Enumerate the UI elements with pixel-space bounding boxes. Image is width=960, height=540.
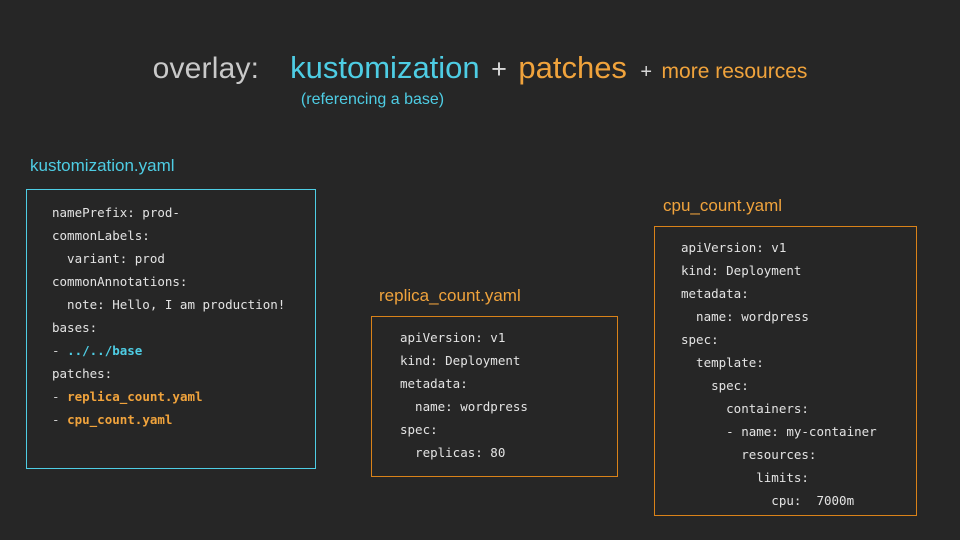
code-line-text: patches: bbox=[52, 366, 113, 381]
file-label-kustomization-yaml: kustomization.yaml bbox=[30, 156, 175, 175]
code-line: variant: prod bbox=[52, 247, 285, 270]
code-line: spec: bbox=[681, 374, 877, 397]
code-list-dash: - bbox=[52, 389, 68, 404]
code-line-text: bases: bbox=[52, 320, 98, 335]
title-plus-second: + bbox=[640, 61, 653, 83]
code-line-text: name: wordpress bbox=[681, 309, 809, 324]
code-line: - name: my-container bbox=[681, 420, 877, 443]
code-line-text: - name: my-container bbox=[681, 424, 877, 439]
code-line-text: kind: Deployment bbox=[681, 263, 802, 278]
code-line-text: note: Hello, I am production! bbox=[52, 297, 286, 312]
code-line: limits: bbox=[681, 466, 877, 489]
code-line: resources: bbox=[681, 443, 877, 466]
code-line-text: replicas: 80 bbox=[400, 445, 506, 460]
code-line-text: spec: bbox=[681, 378, 749, 393]
code-line: cpu: 7000m bbox=[681, 489, 877, 512]
code-line: kind: Deployment bbox=[400, 349, 528, 372]
slide-subtitle: (referencing a base) bbox=[300, 91, 445, 108]
code-line-text: replica_count.yaml bbox=[67, 389, 203, 404]
code-line: spec: bbox=[681, 328, 877, 351]
code-line: commonAnnotations: bbox=[52, 270, 285, 293]
code-line-text: variant: prod bbox=[52, 251, 165, 266]
code-line: - cpu_count.yaml bbox=[52, 408, 285, 431]
title-kustomization: kustomization bbox=[290, 50, 480, 85]
code-line-text: spec: bbox=[400, 422, 438, 437]
code-line: template: bbox=[681, 351, 877, 374]
code-line: - replica_count.yaml bbox=[52, 385, 285, 408]
code-line: kind: Deployment bbox=[681, 259, 877, 282]
code-line: metadata: bbox=[400, 372, 528, 395]
code-line-text: cpu: 7000m bbox=[681, 493, 855, 508]
slide-title: overlay: kustomization + patches + more … bbox=[0, 52, 960, 84]
file-label-replica-count-yaml: replica_count.yaml bbox=[379, 286, 521, 305]
code-line-text: resources: bbox=[681, 447, 817, 462]
code-line: spec: bbox=[400, 418, 528, 441]
code-line-text: name: wordpress bbox=[400, 399, 528, 414]
code-line-text: limits: bbox=[681, 470, 809, 485]
code-line-text: kind: Deployment bbox=[400, 353, 521, 368]
code-line: apiVersion: v1 bbox=[400, 326, 528, 349]
title-plus-first: + bbox=[491, 54, 507, 84]
code-line: replicas: 80 bbox=[400, 441, 528, 464]
code-line: commonLabels: bbox=[52, 224, 285, 247]
code-line-text: ../../base bbox=[67, 343, 143, 358]
code-line-text: cpu_count.yaml bbox=[67, 412, 173, 427]
code-line-text: metadata: bbox=[681, 286, 749, 301]
code-content-kustomization-yaml: namePrefix: prod-commonLabels: variant: … bbox=[52, 201, 285, 431]
code-line-text: metadata: bbox=[400, 376, 468, 391]
code-line: note: Hello, I am production! bbox=[52, 293, 285, 316]
code-line-text: containers: bbox=[681, 401, 809, 416]
code-line-text: template: bbox=[681, 355, 764, 370]
code-line: bases: bbox=[52, 316, 285, 339]
code-line: name: wordpress bbox=[400, 395, 528, 418]
code-line-text: commonAnnotations: bbox=[52, 274, 188, 289]
title-more-resources: more resources bbox=[661, 60, 808, 83]
code-line-text: apiVersion: v1 bbox=[400, 330, 506, 345]
title-overlay: overlay: bbox=[152, 52, 260, 85]
code-line-text: namePrefix: prod- bbox=[52, 205, 180, 220]
code-line-text: spec: bbox=[681, 332, 719, 347]
code-line: patches: bbox=[52, 362, 285, 385]
code-list-dash: - bbox=[52, 412, 68, 427]
code-box-kustomization-yaml: namePrefix: prod-commonLabels: variant: … bbox=[26, 189, 316, 469]
code-line: name: wordpress bbox=[681, 305, 877, 328]
code-line: - ../../base bbox=[52, 339, 285, 362]
file-label-cpu-count-yaml: cpu_count.yaml bbox=[663, 196, 783, 215]
code-line-text: apiVersion: v1 bbox=[681, 240, 787, 255]
code-list-dash: - bbox=[52, 343, 68, 358]
title-patches: patches bbox=[518, 50, 627, 85]
code-line: containers: bbox=[681, 397, 877, 420]
code-line: metadata: bbox=[681, 282, 877, 305]
code-line: namePrefix: prod- bbox=[52, 201, 285, 224]
code-line: apiVersion: v1 bbox=[681, 236, 877, 259]
code-line-text: commonLabels: bbox=[52, 228, 150, 243]
